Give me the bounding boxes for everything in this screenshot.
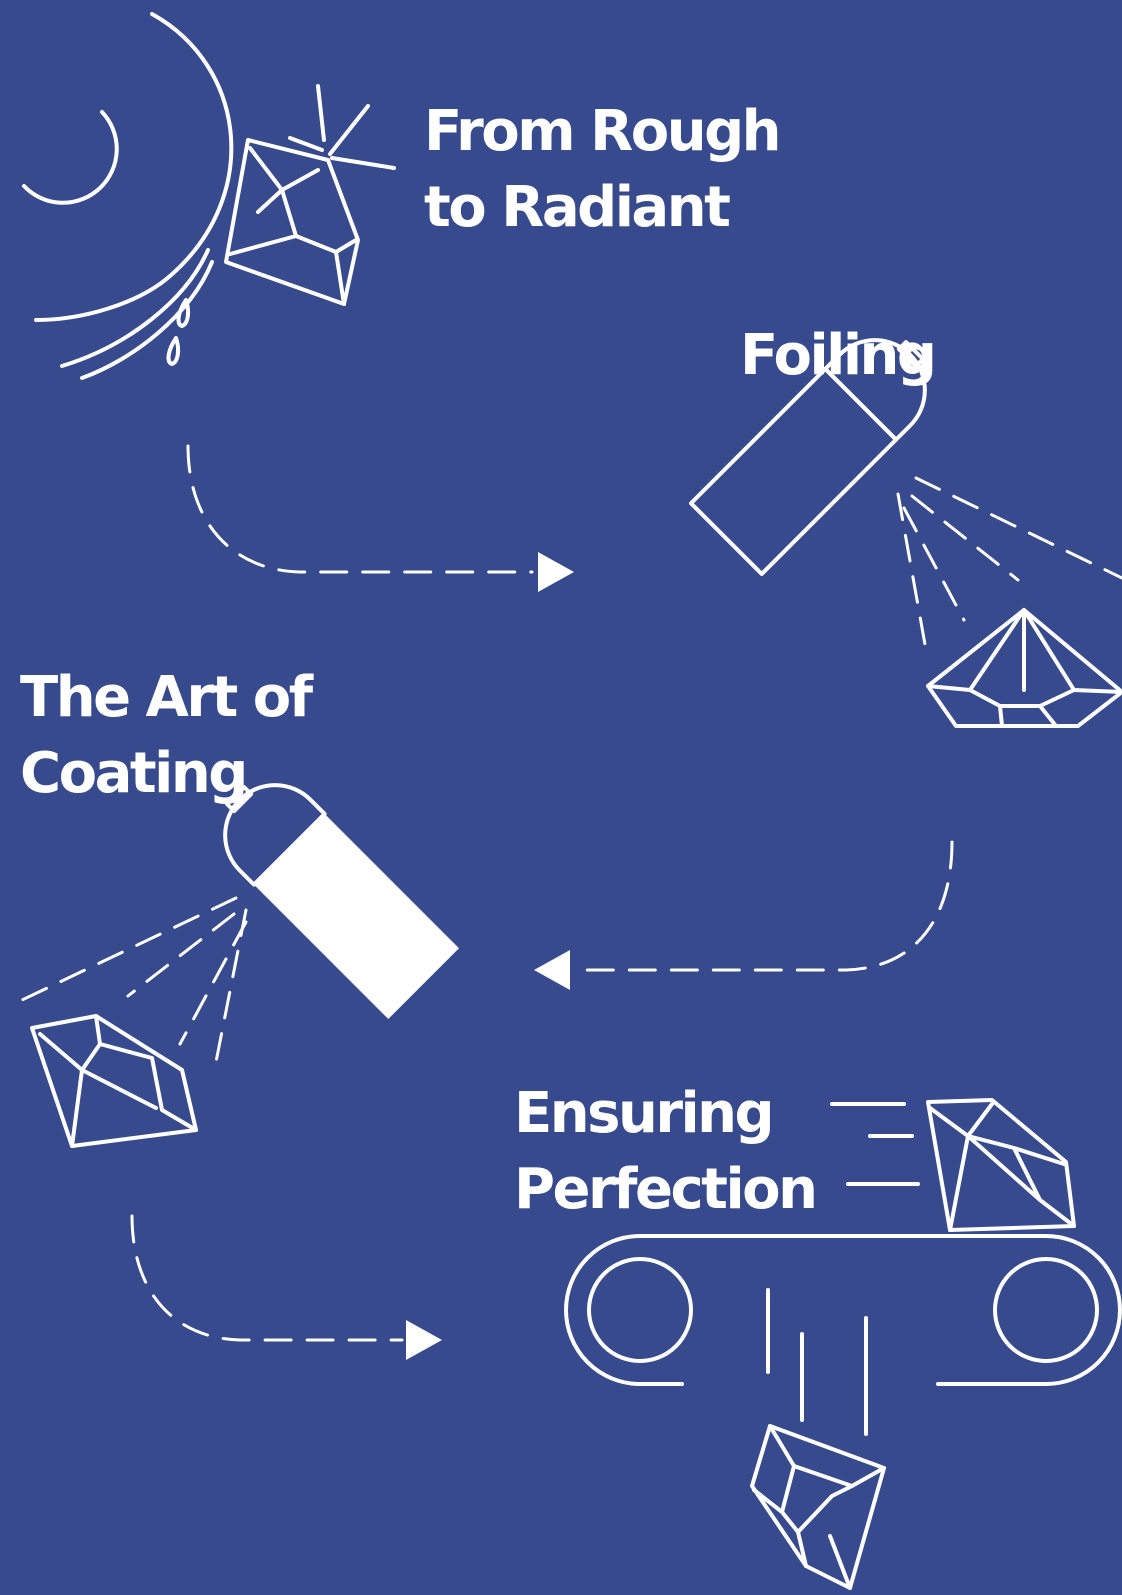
step-title-ensuring-perfection: Ensuring Perfection — [514, 1076, 818, 1228]
step-title-line: Foiling — [740, 323, 937, 388]
step-title-line: From Rough — [424, 99, 782, 164]
step-title-line: Ensuring — [514, 1081, 775, 1146]
spray-can-icon — [223, 783, 459, 1019]
step-title-rough-to-radiant: From Rough to Radiant — [424, 94, 782, 246]
step-title-line: The Art of — [20, 665, 313, 730]
crescent-moon-icon — [22, 12, 234, 380]
step-title-art-of-coating: The Art of Coating — [20, 660, 313, 812]
rough-diamond-icon — [926, 1098, 1076, 1232]
spray-lines — [20, 896, 248, 1074]
step-title-line: Coating — [20, 741, 248, 806]
dashed-arrow-icon — [534, 840, 954, 990]
dashed-arrow-icon — [186, 444, 574, 592]
step-title-line: to Radiant — [424, 175, 731, 240]
step-title-foiling: Foiling — [740, 318, 937, 394]
broken-diamond-icon — [750, 1424, 886, 1590]
speed-lines — [830, 1102, 920, 1186]
rough-diamond-icon — [224, 138, 360, 306]
sparkle-icon — [288, 84, 396, 170]
conveyor-belt-icon — [564, 1234, 1122, 1386]
spray-lines — [896, 476, 1122, 652]
dashed-arrow-icon — [130, 1214, 442, 1360]
step-title-line: Perfection — [514, 1157, 818, 1222]
spray-can-icon — [689, 338, 927, 576]
cut-diamond-icon — [926, 608, 1122, 728]
falling-lines — [766, 1288, 868, 1436]
rough-diamond-icon — [30, 1014, 198, 1148]
